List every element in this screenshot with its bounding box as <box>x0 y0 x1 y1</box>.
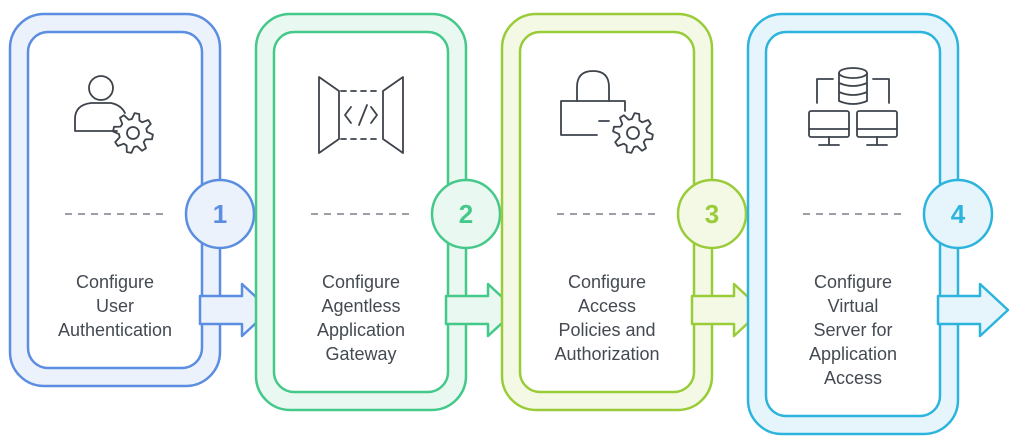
step-number-badge <box>430 178 502 250</box>
step-label-line: Configure <box>322 272 400 292</box>
step-number: 2 <box>459 199 473 229</box>
step-label-line: Virtual <box>828 296 879 316</box>
step-label-line: Application <box>317 320 405 340</box>
step-label-line: Configure <box>568 272 646 292</box>
step-label-line: Configure <box>814 272 892 292</box>
step-number: 4 <box>951 199 966 229</box>
lock-gear-icon <box>560 70 654 154</box>
code-gateway-icon <box>318 76 404 154</box>
step-label-line: Application <box>809 344 897 364</box>
step-card <box>26 30 204 370</box>
user-gear-icon <box>74 75 154 154</box>
step-number: 3 <box>705 199 719 229</box>
step-label-line: Access <box>578 296 636 316</box>
step-number-badge <box>184 178 256 250</box>
step-label-line: Policies and <box>558 320 655 340</box>
step-label-line: Authorization <box>554 344 659 364</box>
step-label-line: Server for <box>813 320 892 340</box>
step-label-line: User <box>96 296 134 316</box>
step-number-badge <box>676 178 748 250</box>
step-label-line: Access <box>824 368 882 388</box>
step-label-line: Agentless <box>321 296 400 316</box>
step-label-line: Gateway <box>325 344 396 364</box>
step-number: 1 <box>213 199 227 229</box>
step-number-badge <box>922 178 994 250</box>
step-label-line: Authentication <box>58 320 172 340</box>
step-label-line: Configure <box>76 272 154 292</box>
flow-arrow-icon <box>936 282 1010 338</box>
database-computers-icon <box>808 67 898 146</box>
